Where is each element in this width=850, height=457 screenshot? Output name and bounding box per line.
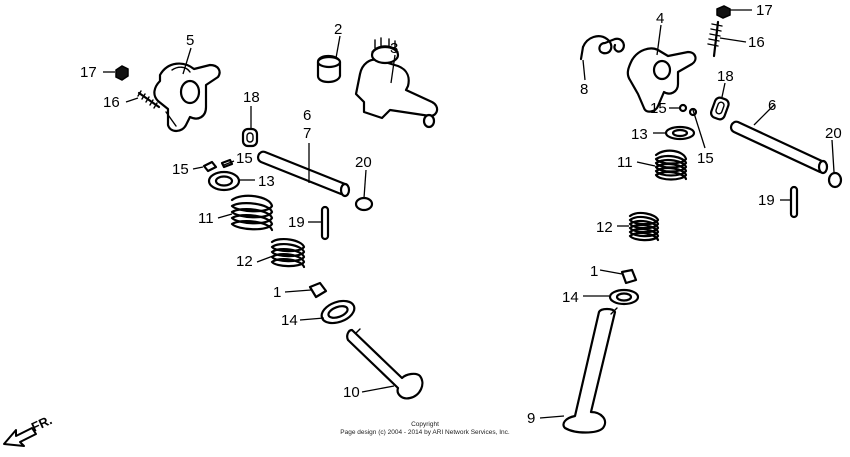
part-11-outer-spring-left: [230, 194, 274, 232]
callout-20: 20: [825, 125, 842, 142]
callout-9: 9: [527, 410, 535, 427]
part-8-spring-clip: [579, 35, 625, 61]
part-9-valve-right: [562, 307, 618, 434]
part-6-rocker-shaft-left: [256, 150, 351, 198]
part-20-o-ring-right: [827, 171, 843, 189]
callout-numbers: 2 3 5 17 16 18 6 7 15 15 13 20 11 19 12 …: [80, 2, 842, 427]
callout-17: 17: [756, 2, 773, 19]
callout-1: 1: [590, 263, 598, 280]
callout-14: 14: [562, 289, 579, 306]
copyright-line-2: Page design (c) 2004 - 2014 by ARI Netwo…: [340, 429, 510, 436]
callout-15: 15: [236, 150, 253, 167]
part-1-stem-seal-right: [620, 268, 638, 285]
callout-19: 19: [758, 192, 775, 209]
callout-1: 1: [273, 284, 281, 301]
part-15-cotter-left: [202, 158, 234, 173]
part-19-dowel-pin-right: [789, 185, 799, 219]
callout-17: 17: [80, 64, 97, 81]
callout-10: 10: [343, 384, 360, 401]
part-12-inner-spring-right: [628, 211, 660, 242]
part-20-o-ring-left: [354, 196, 374, 212]
callout-6: 6: [303, 107, 311, 124]
callout-16: 16: [103, 94, 120, 111]
leader-lines: [103, 9, 835, 419]
callout-15: 15: [697, 150, 714, 167]
callout-8: 8: [580, 81, 588, 98]
callout-12: 12: [596, 219, 613, 236]
part-18-washer-left: [241, 127, 259, 148]
part-18-washer-right: [709, 96, 730, 121]
callout-11: 11: [198, 210, 214, 227]
callout-15: 15: [172, 161, 189, 178]
callout-6: 6: [768, 97, 776, 114]
callout-16: 16: [748, 34, 765, 51]
part-14-spring-seat-left: [320, 299, 356, 325]
callout-7: 7: [303, 125, 311, 142]
callout-18: 18: [243, 89, 260, 106]
part-5-rocker-arm: [153, 62, 221, 133]
part-1-stem-seal-left: [308, 281, 328, 299]
part-6-rocker-shaft-right: [729, 120, 829, 175]
part-17-nut-right: [716, 5, 731, 19]
callout-18: 18: [717, 68, 734, 85]
part-16-adjusting-screw-left: [137, 90, 161, 109]
part-17-nut-left: [115, 65, 129, 81]
part-11-outer-spring-right: [654, 149, 688, 181]
callout-20: 20: [355, 154, 372, 171]
callout-4: 4: [656, 10, 664, 27]
part-19-dowel-pin-left: [320, 205, 330, 241]
callout-3: 3: [390, 40, 398, 57]
copyright-line-1: Copyright: [411, 421, 439, 428]
part-13-spring-retainer-right: [664, 125, 696, 141]
callout-2: 2: [334, 21, 342, 38]
part-12-inner-spring-left: [270, 238, 306, 269]
callout-11: 11: [617, 154, 633, 171]
callout-13: 13: [631, 126, 648, 143]
part-14-spring-seat-right: [608, 288, 640, 306]
callout-12: 12: [236, 253, 253, 270]
part-16-adjusting-screw-right: [707, 20, 723, 58]
part-2-bushing: [316, 54, 342, 84]
part-13-spring-retainer-left: [207, 170, 241, 192]
callout-5: 5: [186, 32, 194, 49]
part-3-rocker-arm-holder: [354, 37, 439, 129]
callout-15: 15: [650, 100, 667, 117]
part-10-valve-left: [346, 328, 424, 400]
callout-19: 19: [288, 214, 305, 231]
callout-14: 14: [281, 312, 298, 329]
callout-13: 13: [258, 173, 275, 190]
